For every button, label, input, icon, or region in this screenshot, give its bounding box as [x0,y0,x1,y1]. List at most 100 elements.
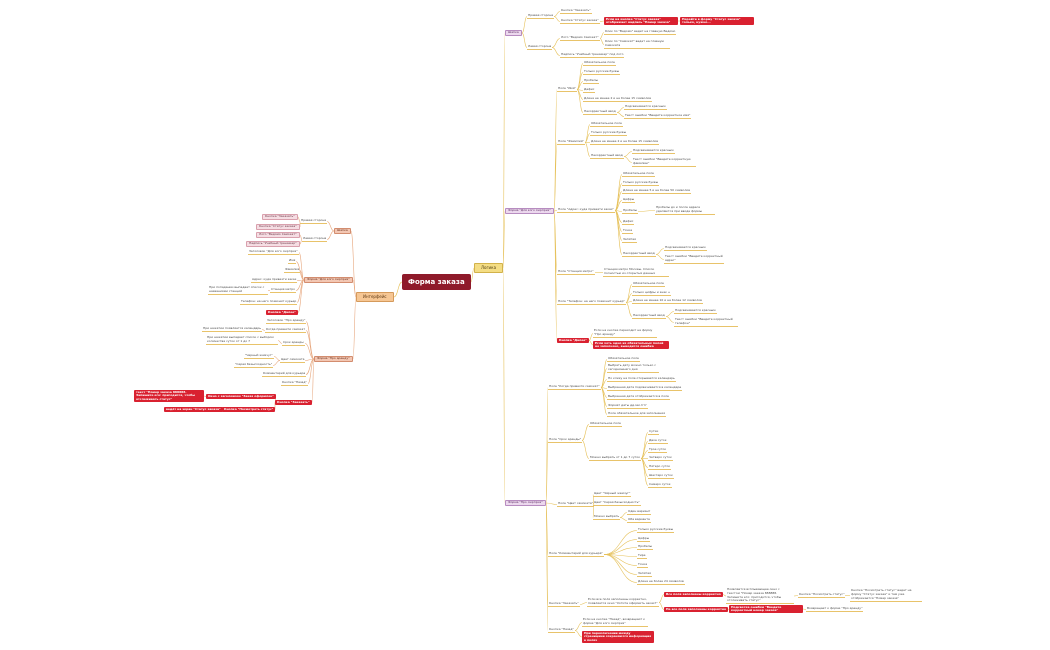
header-caption[interactable]: Надпись "Учебный тренажер" под лого [560,52,625,59]
term-1: Сутки [648,429,660,436]
connector [614,174,623,211]
field-term[interactable]: Поле "Срок аренды" [548,437,583,444]
order-all-valid[interactable]: Все поля заполнены корректно [664,591,723,597]
back-keeps-data[interactable]: При переключении между страницами сохран… [582,631,654,643]
button-order-logic[interactable]: Кнопка "Заказать" [548,601,580,608]
logic-node[interactable]: Логика [474,263,504,273]
connector [545,440,549,504]
order-not-valid[interactable]: Не все поля заполнены корректно [664,606,729,612]
connector [614,191,623,211]
iface-about-back: Кнопка "Назад" [281,380,308,387]
iface-btn-order[interactable]: Кнопка "Заказать" [262,214,298,221]
connector [545,502,549,631]
phone-length: Длина не менее 10 и не более 12 символов [632,298,703,305]
connector [304,343,315,360]
connector [502,210,506,269]
connector [305,321,315,360]
iface-about-term-note: При нажатии выпадает список с выбором ко… [206,336,278,345]
section-form-about[interactable]: Форма "Про сюрприз" [505,500,546,507]
connector [574,622,583,631]
header-btn-order[interactable]: Кнопка "Заказать" [560,8,592,15]
next-error[interactable]: Если хоть одно из обязательных полей не … [593,341,669,350]
iface-popup-title[interactable]: Окно с заголовком "Заказ оформлен" [206,393,276,399]
when-format: Формат даты дд.мм.гггг [607,403,648,410]
connector [545,387,549,504]
field-name[interactable]: Поле "Имя" [557,86,577,93]
field-surname[interactable]: Поле "Фамилия" [557,139,585,146]
connector [579,602,588,605]
iface-logo[interactable]: Лого "Ведомо Самокат" [256,232,300,239]
section-form-who[interactable]: Форма "Для кого сюрприз" [505,208,554,215]
status-error-note-2[interactable]: Перейти в форму "Статус заказа" только, … [680,17,754,26]
comment-dash: Тире [637,553,647,560]
connector [553,210,558,303]
button-back-logic[interactable]: Кнопка "Назад" [548,627,575,634]
connector [655,254,665,260]
interface-node[interactable]: Интерфейс [356,292,394,302]
field-when[interactable]: Поле "Когда привезти самокат" [548,384,601,391]
surname-error-text: Текст ошибки "Введите корректную фамилию… [632,158,696,167]
iface-popup-text[interactable]: текст "Номер заказа 888888. Запишите его… [134,390,204,402]
iface-form-who[interactable]: Форма "Для кого сюрприз" [304,277,353,284]
logo-click-samokat[interactable]: Клик по "Самокат" ведет на главную Самок… [604,40,670,49]
connector [640,458,649,486]
header-btn-status[interactable]: Кнопка "Статус заказа" [560,18,600,25]
name-invalid: Некорректный ввод [583,109,617,116]
iface-form-about[interactable]: Форма "Про аренду" [314,356,353,363]
logo-click-vedomo[interactable]: Клик по "Ведомо" ведет на главную Ведомо [604,29,677,36]
iface-about-black: "Черный жемчуг" [244,353,274,360]
header-right[interactable]: Правая сторона [527,13,555,20]
connector [304,358,315,361]
next-note: Если на кнопке переходит на форму "Про а… [593,329,657,338]
term-2: Двое суток [648,438,668,445]
term-6: Шестеро суток [648,473,674,480]
when-calendar: По клику на поле открывается календарь [607,376,676,383]
metro-note: Станции метро Москвы. Список полностью и… [603,268,669,277]
button-next[interactable]: Кнопка "Далее" [557,337,589,343]
header-logo[interactable]: Лого "Ведомо Самокат" [560,35,600,42]
connector [603,547,638,555]
connector [603,554,638,566]
when-from-today: Выбрать дату можно только с сегодняшнего… [607,364,659,373]
order-popup-text: Появляется всплывающее окно с текстом "Н… [726,588,794,605]
connector [553,142,558,212]
iface-btn-order-final[interactable]: Кнопка "Заказать" [275,399,312,405]
name-highlight: Подсвечивается красным [624,104,667,111]
iface-left[interactable]: Левая сторона [302,236,328,243]
field-color[interactable]: Поле "Цвет самоката" [557,501,595,508]
iface-goes-status[interactable]: ведёт на экран "Статус заказа" [164,406,223,412]
term-required: Обязательное поле [589,421,622,428]
connector [553,89,558,212]
iface-btn-next[interactable]: Кнопка "Далее" [266,309,298,315]
iface-caption[interactable]: Надпись "Учебный тренажер" [246,241,300,248]
field-phone[interactable]: Поле "Телефон: на него позвонит курьер" [557,299,626,306]
when-required: Обязательное поле [607,356,640,363]
root-node[interactable]: Форма заказа [402,274,471,290]
connector [614,210,623,232]
connector [502,32,506,269]
iface-btn-check-status[interactable]: Кнопка "Посмотреть статус" [222,406,276,412]
field-metro[interactable]: Поле "Станция метро" [557,269,595,276]
connector [603,530,638,555]
iface-right[interactable]: Правая сторона [300,218,328,225]
when-shown: Выбранная дата отображается в поле [607,394,670,401]
connector [603,539,638,555]
check-status-button[interactable]: Кнопка "Посмотреть статус" [798,592,846,599]
header-left[interactable]: Левая сторона [527,44,553,51]
connector [616,112,625,117]
iface-shapka[interactable]: Шапка [334,228,351,235]
connector [619,517,628,521]
connector [619,512,628,518]
field-comment[interactable]: Поле "Комментарий для курьера" [548,551,604,558]
when-mandatory: Поле обязательное для заполнения [607,411,667,418]
field-address[interactable]: Поле "Адрес: куда привезти заказ" [557,207,615,214]
connector [640,450,649,459]
section-shapka[interactable]: Шапка [505,30,522,37]
connector [553,210,558,341]
connector [614,210,623,223]
color-choose: Можно выбрать [593,514,621,521]
status-error-note[interactable]: Если на кнопке "Статус заказа" отображае… [604,17,678,26]
iface-btn-status[interactable]: Кнопка "Статус заказа" [256,224,300,231]
iface-about-when: Когда привезти самокат [265,327,307,334]
order-error-highlight[interactable]: Подсветка ошибки "Введите корректный ном… [729,605,803,614]
